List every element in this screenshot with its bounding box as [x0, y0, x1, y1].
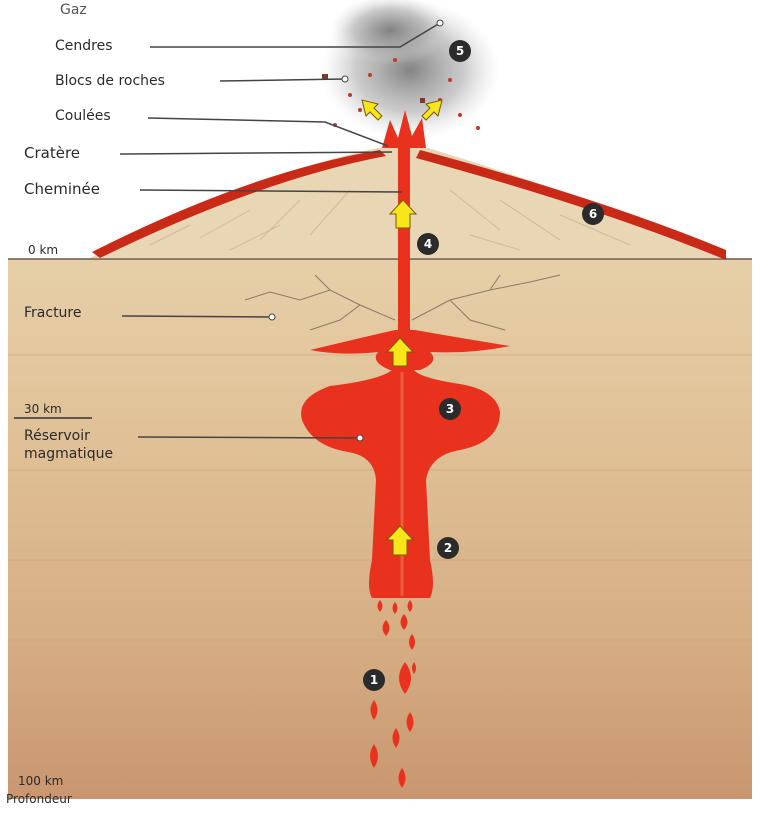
- label-profondeur: Profondeur: [6, 792, 72, 806]
- label-cendres: Cendres: [55, 38, 113, 54]
- step-badge-5: 5: [449, 40, 471, 62]
- label-blocs: Blocs de roches: [55, 73, 165, 89]
- step-badge-2: 2: [437, 537, 459, 559]
- label-coulees: Coulées: [55, 108, 111, 124]
- label-fracture: Fracture: [24, 305, 82, 321]
- label-reservoir-1: Réservoir: [24, 428, 90, 444]
- step-badge-3: 3: [439, 398, 461, 420]
- step-badge-4: 4: [417, 233, 439, 255]
- label-30km: 30 km: [24, 402, 62, 416]
- label-cratere: Cratère: [24, 144, 80, 162]
- chimney: [398, 148, 410, 338]
- step-badge-6: 6: [582, 203, 604, 225]
- label-gaz: Gaz: [60, 2, 87, 18]
- label-cheminee: Cheminée: [24, 180, 100, 198]
- label-reservoir-2: magmatique: [24, 446, 113, 462]
- label-100km: 100 km: [18, 774, 63, 788]
- label-0km: 0 km: [28, 243, 58, 257]
- step-badge-1: 1: [363, 669, 385, 691]
